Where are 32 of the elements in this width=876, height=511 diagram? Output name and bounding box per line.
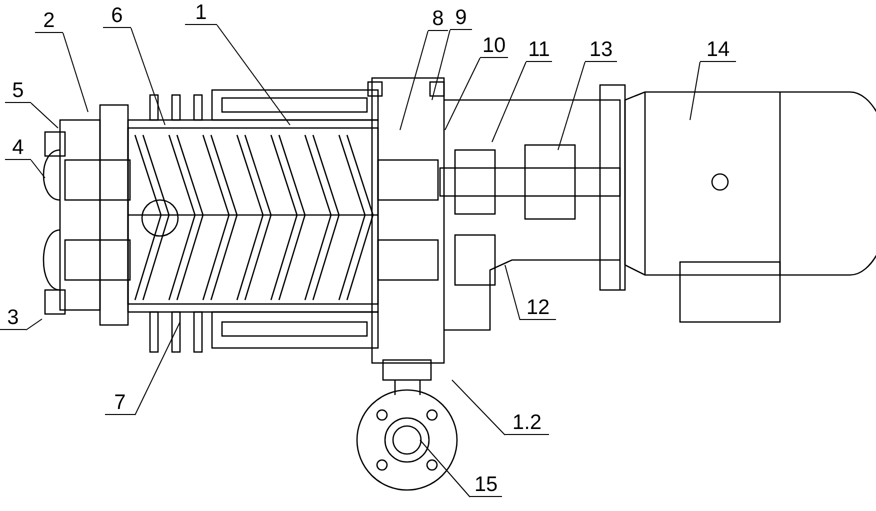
leader-line	[504, 264, 520, 320]
leader-line	[134, 322, 180, 416]
leader-line	[30, 160, 46, 178]
callout-number: 9	[450, 6, 472, 30]
callout-number: 7	[105, 391, 135, 415]
leader-line	[62, 32, 88, 112]
callout-number: 10	[480, 34, 508, 58]
leader-line	[690, 62, 700, 120]
leader-line	[420, 440, 470, 498]
callout-number: 11	[526, 38, 552, 62]
leader-line	[130, 28, 166, 126]
leader-line	[432, 30, 450, 100]
callout-number: 1.2	[505, 411, 549, 435]
callout-number: 5	[5, 79, 31, 103]
callout-number: 1	[185, 1, 217, 25]
callout-number: 3	[0, 306, 26, 330]
callout-number: 13	[585, 38, 617, 62]
leader-line	[492, 62, 526, 142]
leader-line	[452, 380, 506, 436]
callout-number: 15	[470, 473, 502, 497]
leader-line	[400, 30, 428, 130]
leader-line	[216, 24, 290, 126]
leader-line	[26, 318, 42, 330]
callout-number: 6	[103, 4, 131, 28]
leader-line	[558, 62, 586, 150]
callout-number: 4	[5, 136, 31, 160]
callout-number: 14	[700, 38, 736, 62]
leader-line	[30, 102, 58, 128]
callout-number: 2	[35, 9, 63, 33]
callout-number: 12	[520, 296, 556, 320]
callout-number: 8	[428, 7, 448, 31]
leader-line	[444, 58, 480, 130]
